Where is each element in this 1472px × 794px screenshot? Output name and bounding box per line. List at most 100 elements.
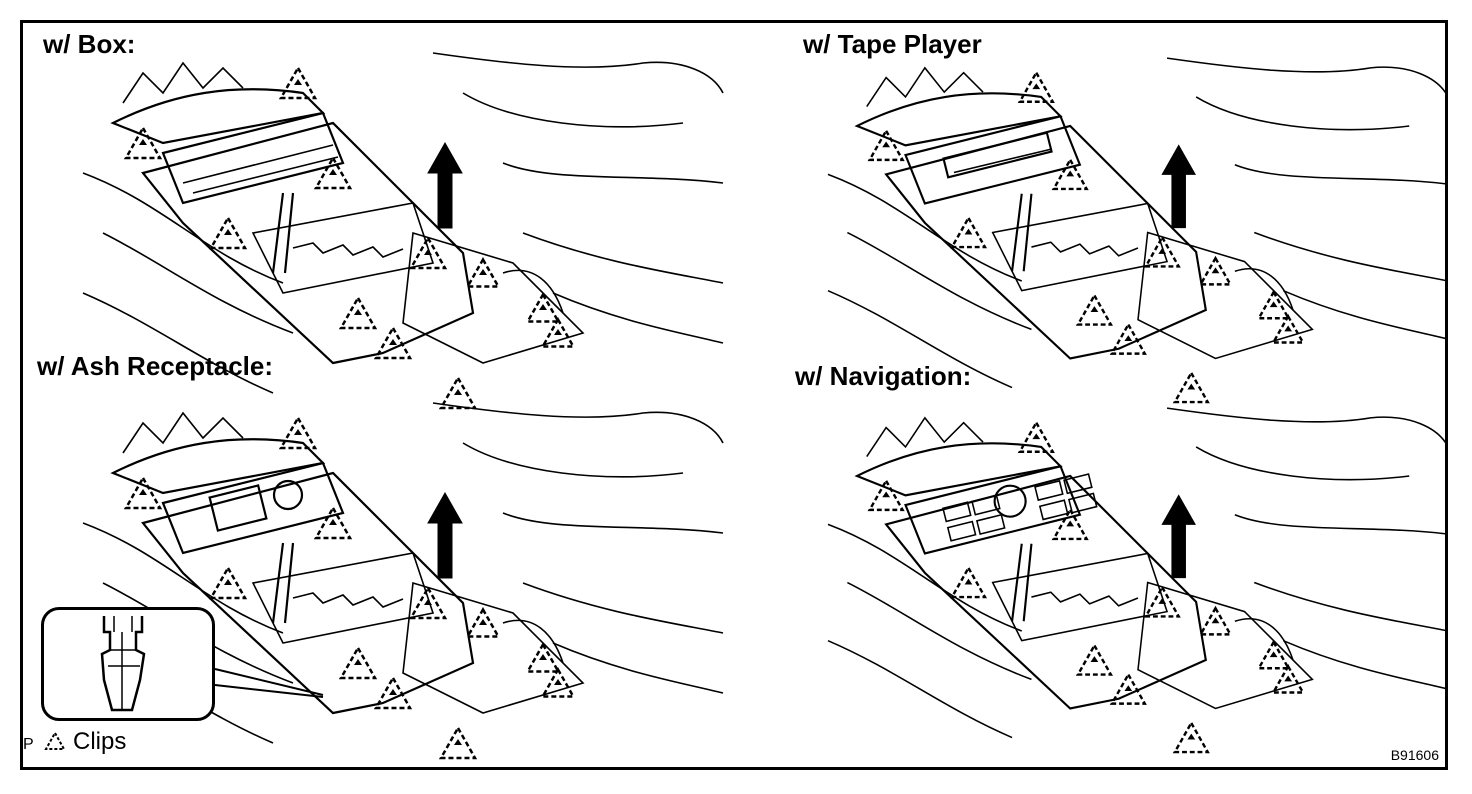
- clip-detail-inset: [41, 607, 215, 721]
- clip-marker-icon: [123, 475, 163, 510]
- clip-marker-icon: [1075, 643, 1113, 676]
- legend-prefix: P: [23, 736, 34, 753]
- seat-outline: [1195, 96, 1445, 185]
- console-drawing-ash-receptacle: [82, 402, 724, 760]
- clip-marker-icon: [949, 215, 988, 249]
- console-drawing-navigation: [827, 407, 1445, 754]
- dashboard-edge: [854, 442, 1063, 497]
- seat-outline: [432, 402, 724, 444]
- clip-marker-icon: [438, 375, 478, 410]
- seat-outline: [462, 92, 724, 184]
- clip-marker-arrow-icon: [1066, 520, 1075, 527]
- gate-pattern: [292, 592, 404, 608]
- dashboard-edge: [854, 92, 1063, 147]
- clip-marker-arrow-icon: [539, 304, 547, 310]
- clip-marker-icon: [1143, 234, 1181, 268]
- floor-outline: [827, 173, 1032, 389]
- clip-marker-icon: [313, 155, 353, 190]
- clip-marker-arrow-icon: [1090, 306, 1099, 312]
- clip-marker-icon: [278, 415, 318, 450]
- armrest-curve: [1234, 618, 1294, 661]
- dashboard-vent: [122, 61, 244, 104]
- gate-pattern: [292, 242, 404, 258]
- figure-frame: w/ Box: w/ Tape Player w/ Ash Receptacle…: [20, 20, 1448, 770]
- clip-marker-icon: [1172, 720, 1210, 754]
- clip-marker-icon: [1017, 70, 1055, 103]
- navigation-dial: [993, 484, 1027, 518]
- seat-outline: [1253, 581, 1445, 690]
- shift-lever: [271, 542, 295, 624]
- inset-leader-lines: [214, 668, 324, 698]
- clip-marker-arrow-icon: [329, 169, 337, 175]
- clip-marker-arrow-icon: [964, 228, 973, 235]
- tape-slot: [942, 131, 1053, 179]
- clip-marker-arrow-icon: [1187, 383, 1196, 390]
- clip-marker-icon: [1051, 507, 1089, 541]
- navigation-button: [942, 501, 972, 523]
- navigation-button: [946, 520, 977, 542]
- clip-marker-arrow-icon: [1187, 733, 1196, 740]
- clip-marker-arrow-icon: [139, 139, 147, 145]
- clip-marker-arrow-icon: [424, 599, 432, 605]
- clip-marker-icon: [338, 295, 378, 330]
- clip-marker-icon: [408, 585, 448, 620]
- clip-marker-arrow-icon: [389, 689, 397, 695]
- shift-lever: [1011, 193, 1033, 272]
- panel-ash-receptacle: [82, 383, 724, 760]
- console-upper-panel: [161, 111, 345, 205]
- clip-marker-icon: [313, 505, 353, 540]
- gate-pattern: [1031, 591, 1139, 607]
- clip-marker-icon: [438, 725, 478, 760]
- clip-marker-icon: [278, 65, 318, 100]
- clip-marker-icon: [208, 565, 248, 600]
- shift-gate: [991, 552, 1169, 642]
- clip-marker-icon: [867, 478, 905, 512]
- navigation-button: [1067, 492, 1098, 514]
- seat-outline: [462, 442, 724, 534]
- tape-detail: [953, 148, 1051, 174]
- ash-receptacle-lighter: [272, 479, 304, 511]
- shift-gate: [251, 552, 435, 644]
- clip-marker-arrow-icon: [294, 429, 302, 435]
- clip-marker-arrow-icon: [882, 491, 890, 498]
- label-w-navigation: w/ Navigation:: [795, 361, 972, 391]
- clip-triangle-icon: [44, 730, 67, 750]
- clip-marker-arrow-icon: [454, 739, 462, 745]
- console-rear: [1137, 231, 1314, 360]
- clip-marker-arrow-icon: [554, 329, 562, 335]
- clip-marker-arrow-icon: [139, 489, 147, 495]
- console-rear: [1137, 581, 1314, 710]
- clip-marker-icon: [408, 235, 448, 270]
- seat-outline: [1253, 231, 1445, 340]
- shift-gate: [991, 202, 1169, 292]
- clip-marker-icon: [1017, 420, 1055, 453]
- clip-marker-arrow-icon: [479, 619, 487, 625]
- clip-marker-arrow-icon: [479, 269, 487, 275]
- navigation-button: [971, 494, 1001, 516]
- console-body: [884, 474, 1207, 710]
- clip-marker-arrow-icon: [224, 579, 232, 585]
- lift-up-arrow-icon: [1161, 144, 1196, 229]
- lift-up-arrow-icon: [427, 491, 463, 579]
- ash-receptacle-lid: [208, 484, 268, 532]
- clip-marker-arrow-icon: [1158, 248, 1167, 254]
- floor-outline: [82, 172, 294, 394]
- clip-marker-arrow-icon: [354, 309, 362, 315]
- clip-marker-icon: [123, 125, 163, 160]
- clip-marker-arrow-icon: [424, 249, 432, 255]
- clip-marker-arrow-icon: [1158, 598, 1167, 604]
- console-drawing-box: [82, 52, 724, 410]
- shift-lever: [1011, 543, 1033, 622]
- dashboard-vent: [866, 416, 984, 458]
- clip-marker-icon: [1109, 322, 1147, 355]
- label-w-tape-player: w/ Tape Player: [803, 29, 982, 59]
- navigation-button: [1034, 479, 1064, 502]
- dashboard-vent: [122, 411, 244, 454]
- clip-marker-arrow-icon: [389, 339, 397, 345]
- panel-navigation: [827, 383, 1445, 754]
- console-rear: [402, 581, 585, 714]
- clip-marker-icon: [1075, 293, 1113, 326]
- clip-marker-arrow-icon: [1124, 685, 1133, 692]
- console-rear: [402, 231, 585, 364]
- clip-icon: [100, 616, 146, 712]
